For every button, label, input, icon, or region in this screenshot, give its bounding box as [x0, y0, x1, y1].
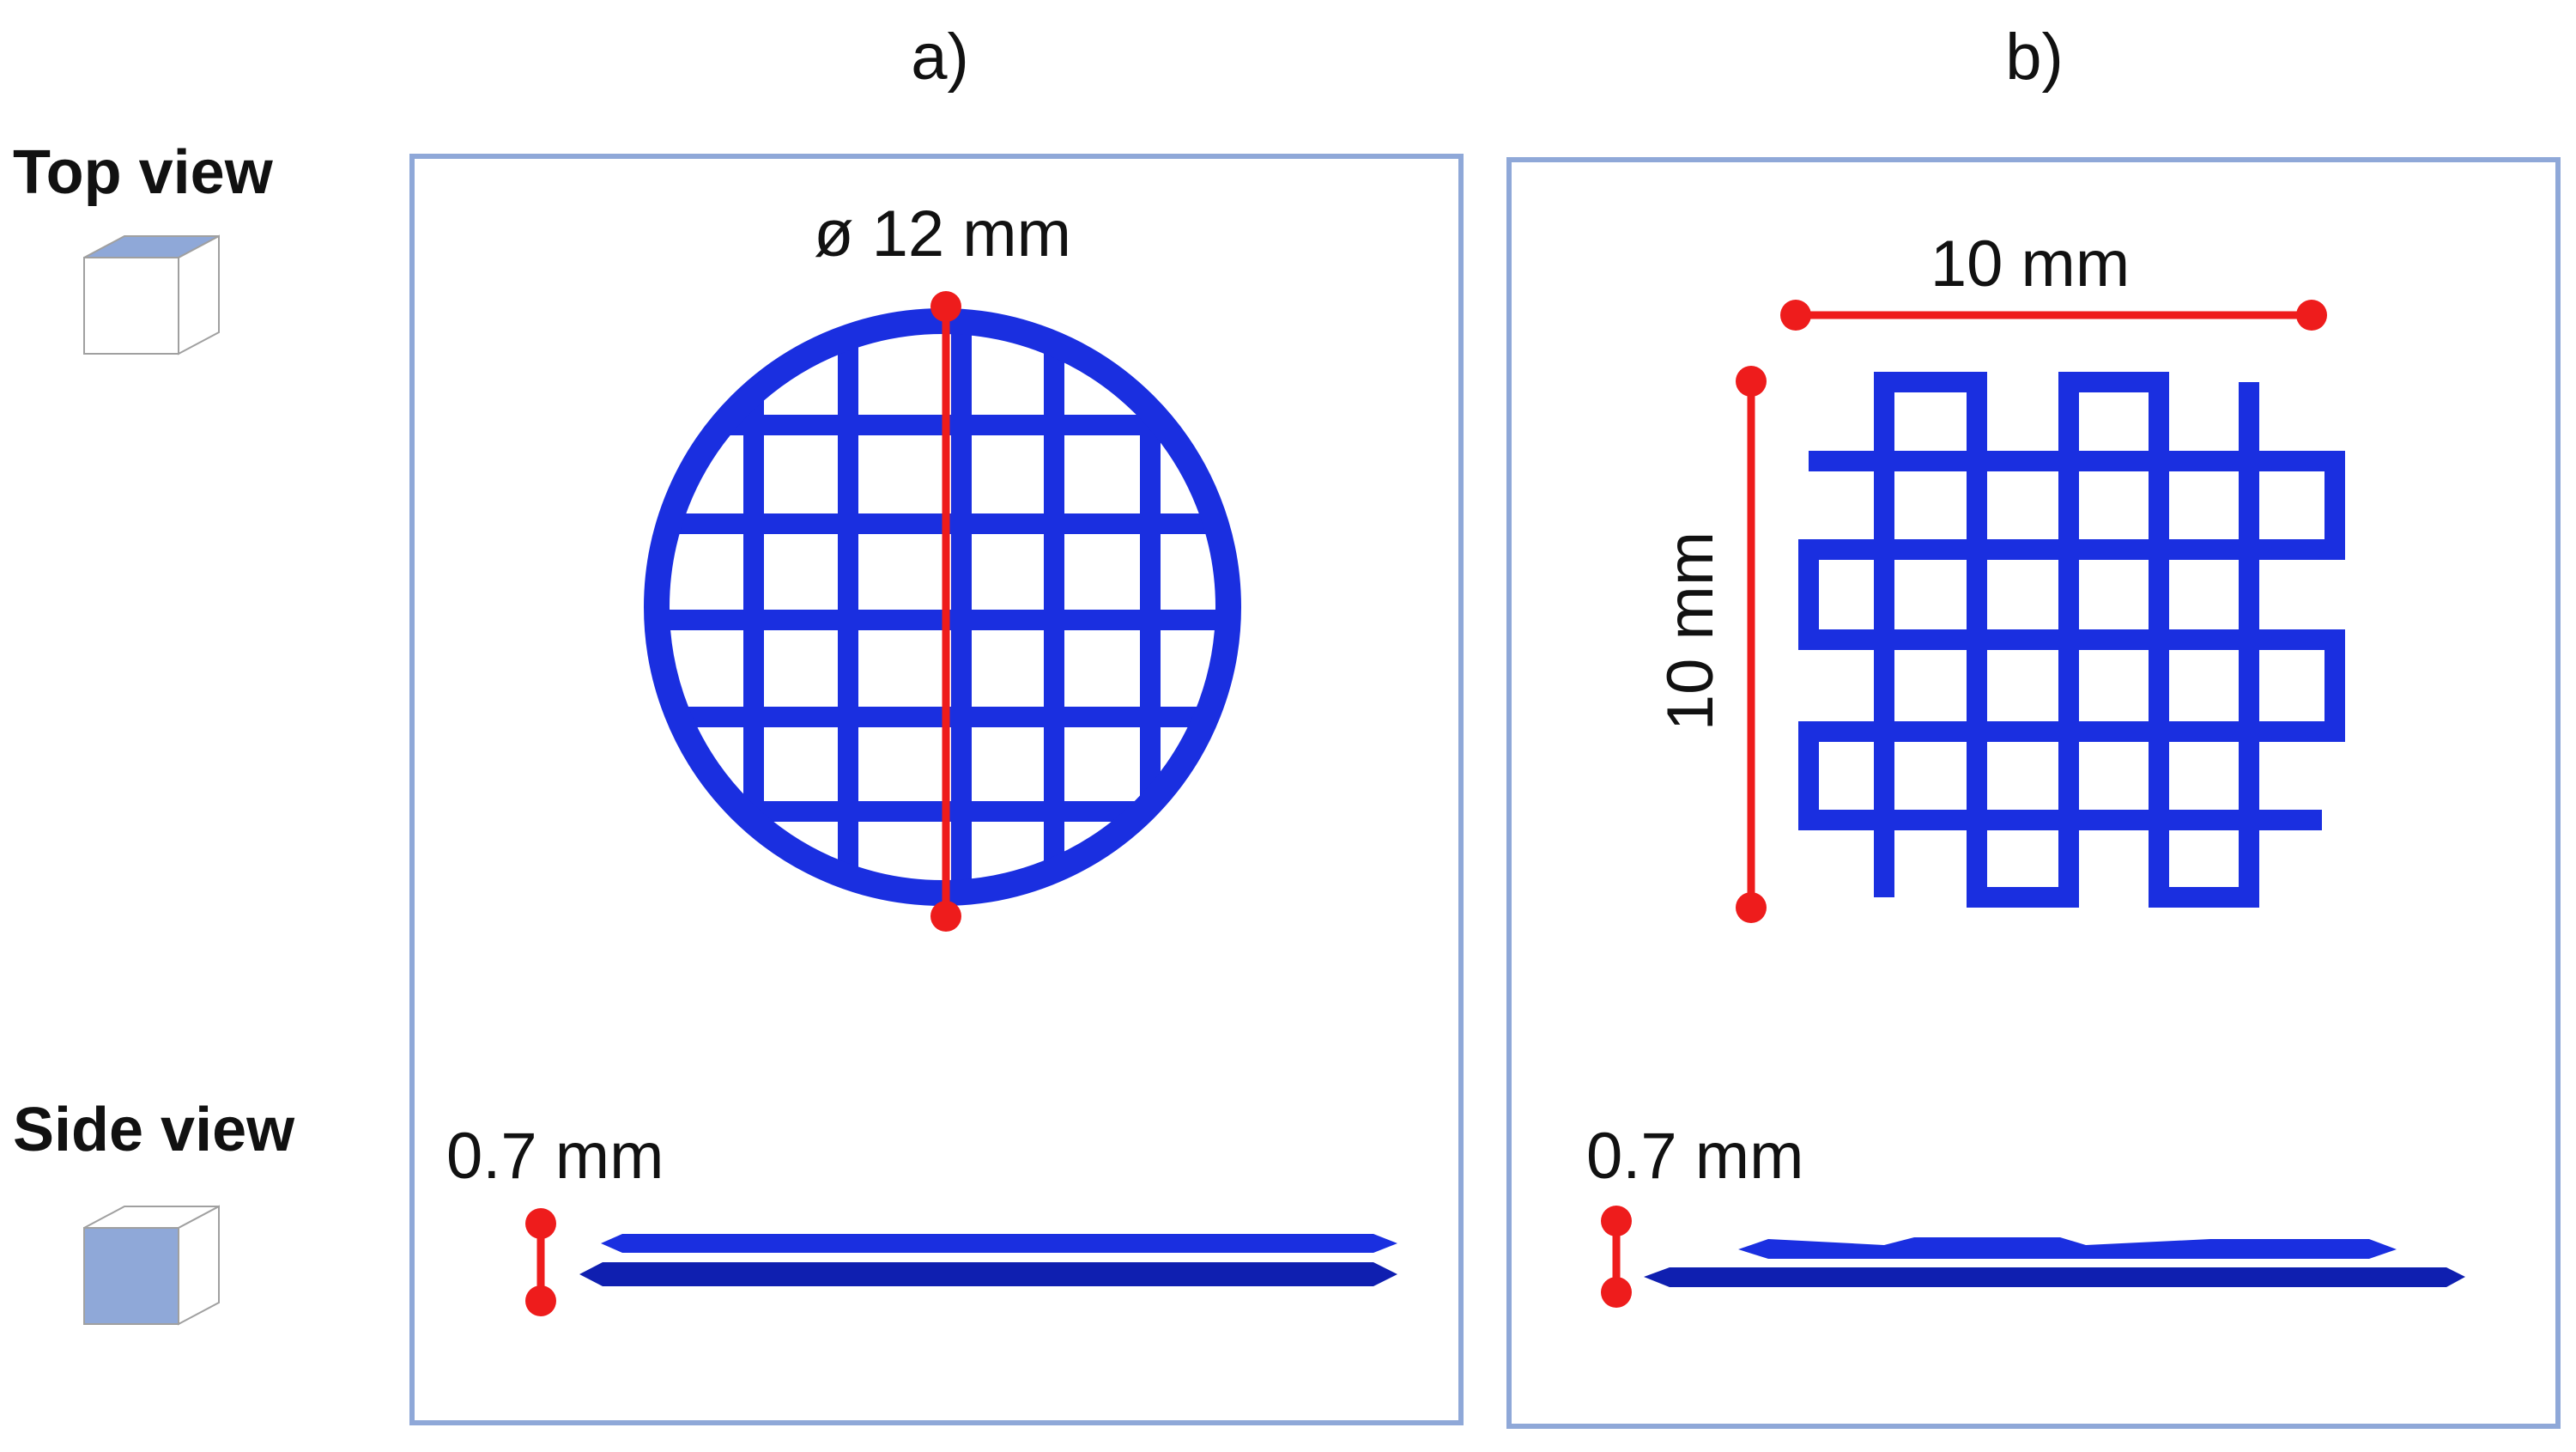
height-dimension — [1736, 366, 1767, 923]
height-label: 10 mm — [1654, 532, 1727, 731]
serpentine-vertical — [1874, 372, 2259, 908]
panel-b-thickness-label: 0.7 mm — [1586, 1120, 1803, 1193]
panel-a-thickness-label: 0.7 mm — [446, 1120, 664, 1193]
diameter-dimension — [930, 291, 961, 932]
panel-b-frame — [1506, 157, 2561, 1429]
panel-a-side-profile — [579, 1234, 1397, 1286]
side-view-label: Side view — [13, 1096, 295, 1164]
width-dimension — [1780, 300, 2327, 331]
panel-b-label: b) — [2005, 21, 2064, 94]
cube-top-face-icon — [83, 234, 220, 355]
panel-a-label: a) — [911, 21, 969, 94]
panel-b-thickness-dimension — [1601, 1206, 1632, 1308]
width-label: 10 mm — [1930, 228, 2130, 301]
panel-a-frame — [409, 154, 1464, 1425]
panel-b-side-profile — [1644, 1237, 2465, 1287]
diameter-label: ø 12 mm — [814, 197, 1071, 270]
panel-a-thickness-dimension — [525, 1208, 556, 1316]
square-scaffold — [1798, 372, 2345, 908]
cube-front-face-icon — [83, 1205, 220, 1326]
top-view-label: Top view — [13, 138, 274, 207]
